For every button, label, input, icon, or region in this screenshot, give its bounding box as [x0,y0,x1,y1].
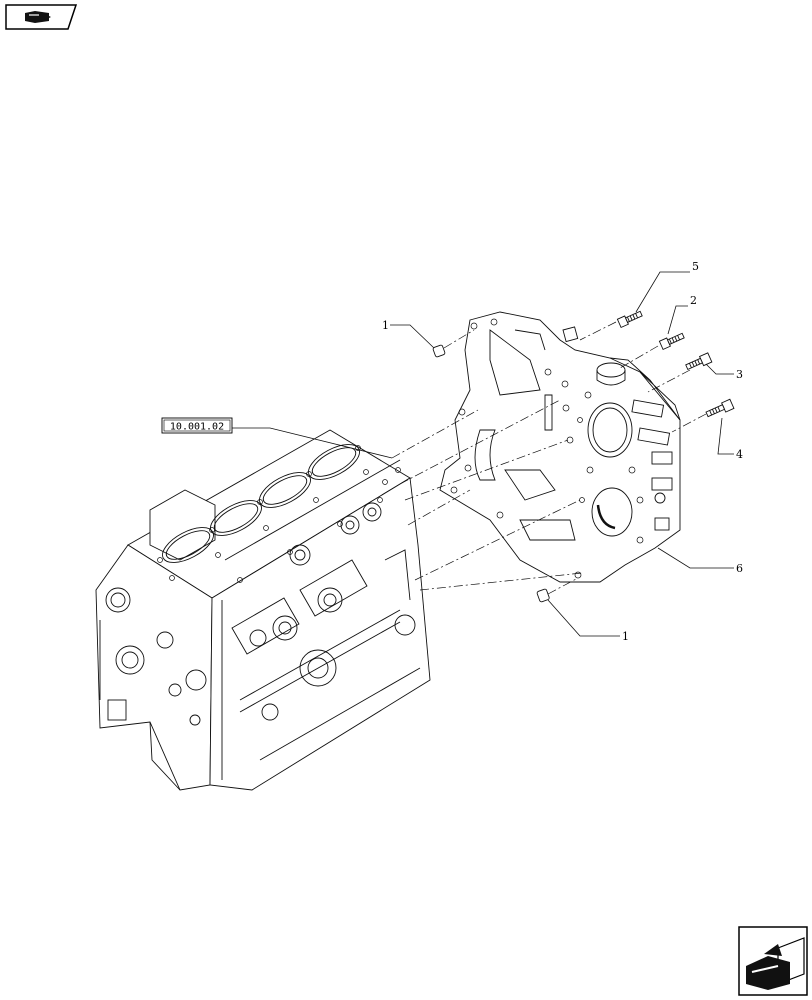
callout-label: 6 [736,562,743,575]
reference-box[interactable]: 10.001.02 [161,417,233,434]
previous-page-button[interactable] [5,4,78,30]
dowel-pin-upper [432,344,446,358]
leader-lines [232,271,734,637]
timing-gear-housing [439,311,681,583]
next-page-button[interactable] [738,926,808,996]
callout-label: 2 [690,294,697,307]
bolt-2 [658,332,685,351]
alignment-lines [391,321,707,595]
callout-label: 3 [736,368,743,381]
callout-label: 1 [622,630,629,643]
arrow-back-icon [5,4,78,30]
engine-block [95,429,431,791]
callout-label: 1 [382,319,389,332]
callout-label: 4 [736,448,743,461]
callout-label: 5 [692,260,699,273]
bolt-4 [705,398,735,418]
arrow-forward-icon [738,926,808,996]
bolt-5 [616,310,643,329]
bolt-3 [685,352,713,371]
reference-label: 10.001.02 [170,422,224,433]
dowel-pin-lower [536,588,550,603]
